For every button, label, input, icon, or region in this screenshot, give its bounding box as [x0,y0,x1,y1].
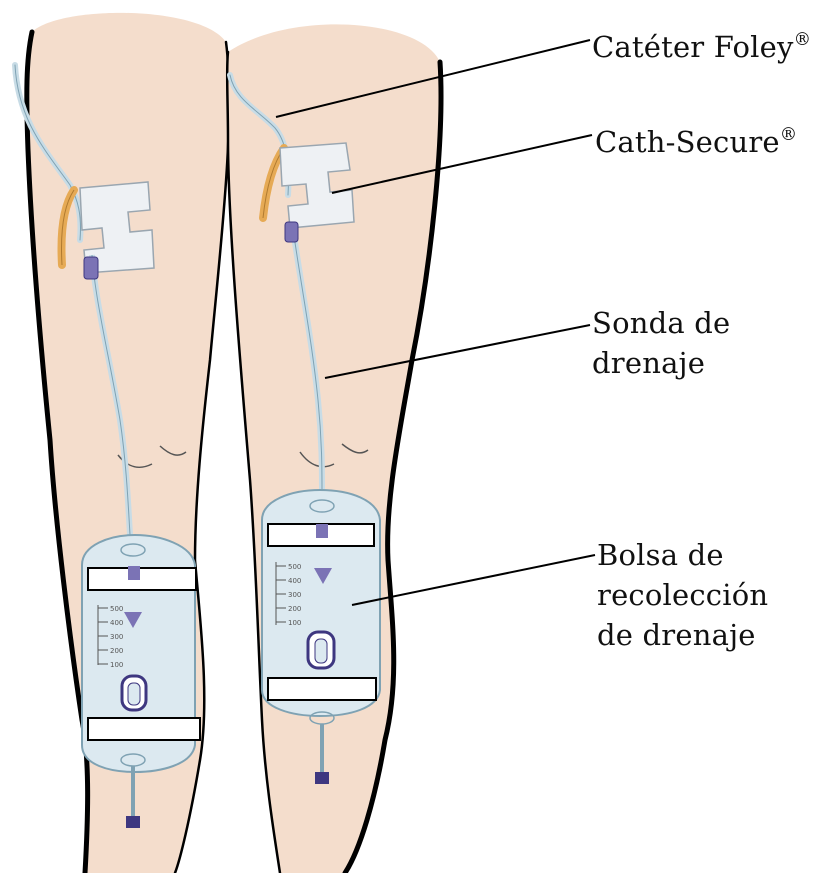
left-scale-500: 500 [110,605,123,613]
right-scale-200: 200 [288,605,301,613]
left-drain-valve-icon [126,816,140,828]
right-scale-400: 400 [288,577,301,585]
left-scale-200: 200 [110,647,123,655]
label-bolsa-line1: Bolsa de [597,535,768,575]
label-foley-text: Catéter Foley [592,30,794,64]
label-foley-catheter: Catéter Foley® [592,20,811,67]
label-sonda-line1: Sonda de [592,303,730,343]
right-connector-icon [285,222,298,242]
label-cath-secure-registered: ® [780,125,798,145]
label-drainage-bag: Bolsa de recolección de drenaje [597,535,768,655]
right-scale-500: 500 [288,563,301,571]
right-drain-valve-icon [315,772,329,784]
right-scale-300: 300 [288,591,301,599]
label-foley-registered: ® [794,30,812,50]
label-bolsa-line2: recolección [597,575,768,615]
left-connector-icon [84,257,98,279]
left-scale-400: 400 [110,619,123,627]
left-scale-100: 100 [110,661,123,669]
label-bolsa-line3: de drenaje [597,615,768,655]
left-scale-300: 300 [110,633,123,641]
label-cath-secure: Cath-Secure® [595,115,797,162]
label-sonda-line2: drenaje [592,343,730,383]
right-scale-100: 100 [288,619,301,627]
label-drainage-tube: Sonda de drenaje [592,303,730,383]
label-cath-secure-text: Cath-Secure [595,125,780,159]
